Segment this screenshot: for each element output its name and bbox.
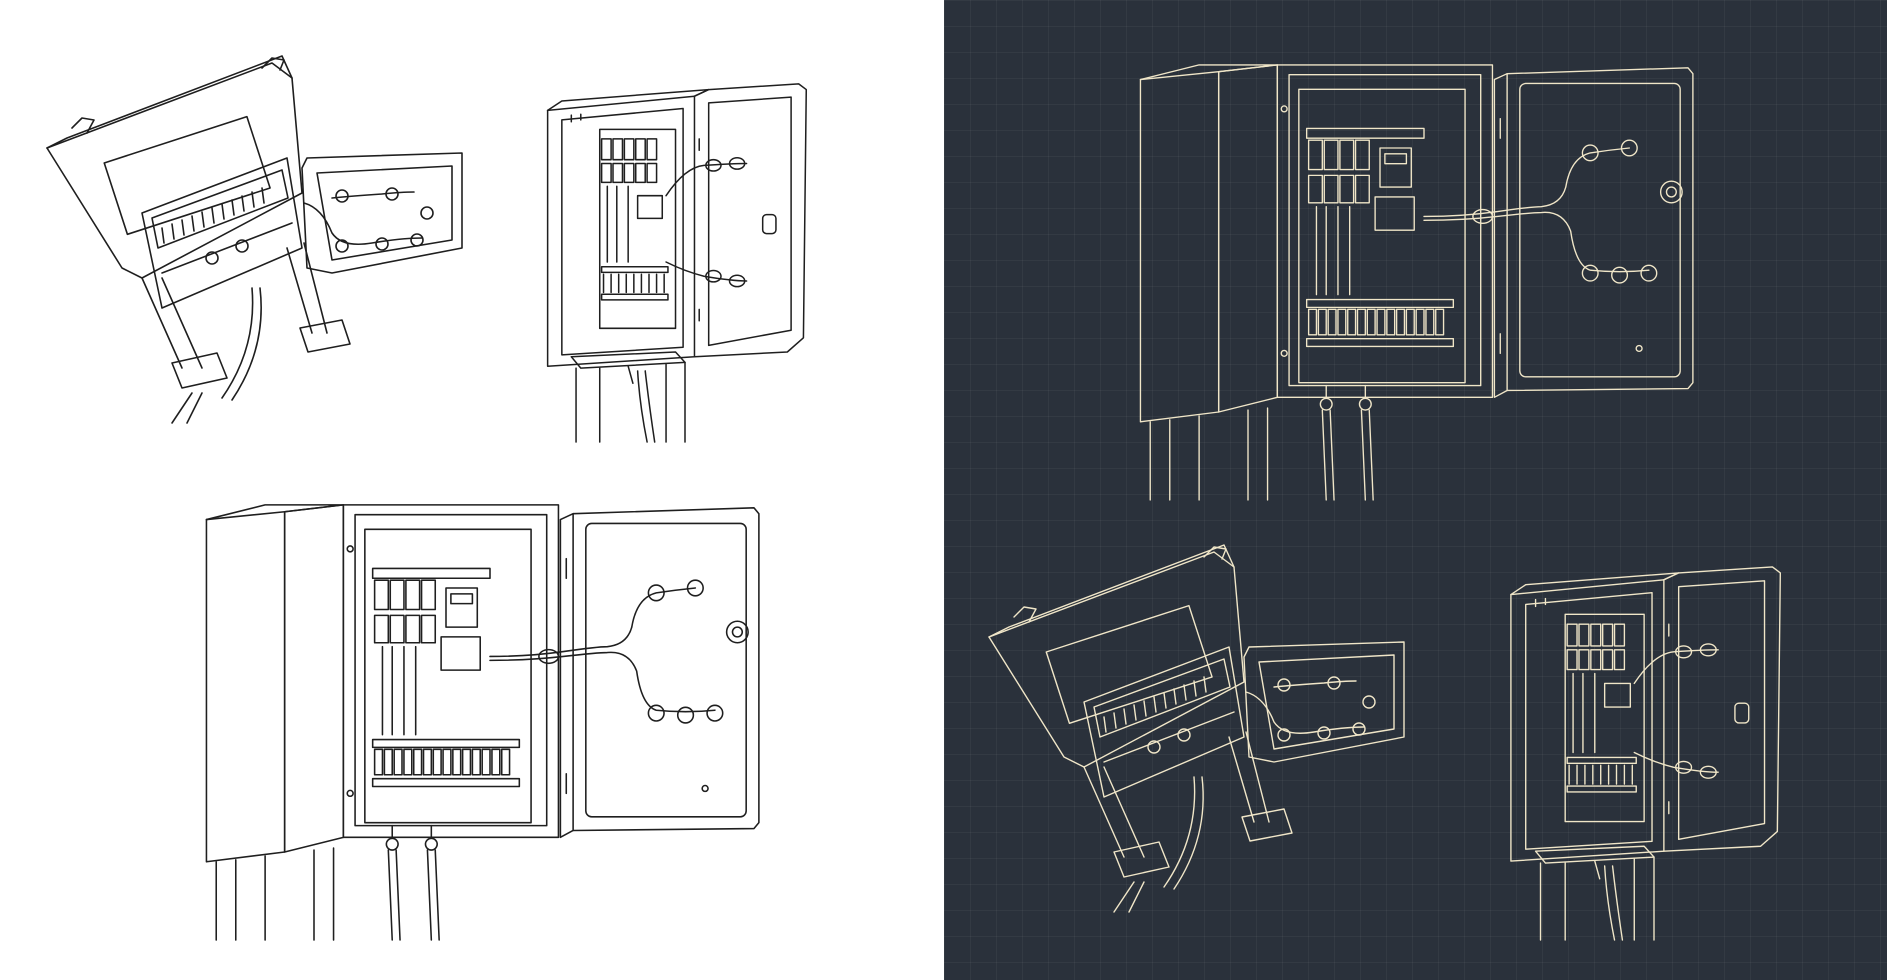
light-drawings-panel	[46, 55, 808, 941]
front-cabinet-drawing-light	[205, 504, 760, 941]
narrow-cabinet-drawing-light	[546, 83, 808, 443]
front-cabinet-drawing-dark	[1139, 64, 1694, 501]
tilted-cabinet-drawing-dark	[988, 544, 1405, 913]
light-drawings-svg	[46, 55, 808, 941]
dark-blueprint-panel	[944, 0, 1887, 980]
tilted-cabinet-drawing-light	[46, 55, 463, 424]
narrow-cabinet-drawing-dark	[1510, 566, 1782, 941]
dark-drawings-svg	[988, 64, 1782, 941]
